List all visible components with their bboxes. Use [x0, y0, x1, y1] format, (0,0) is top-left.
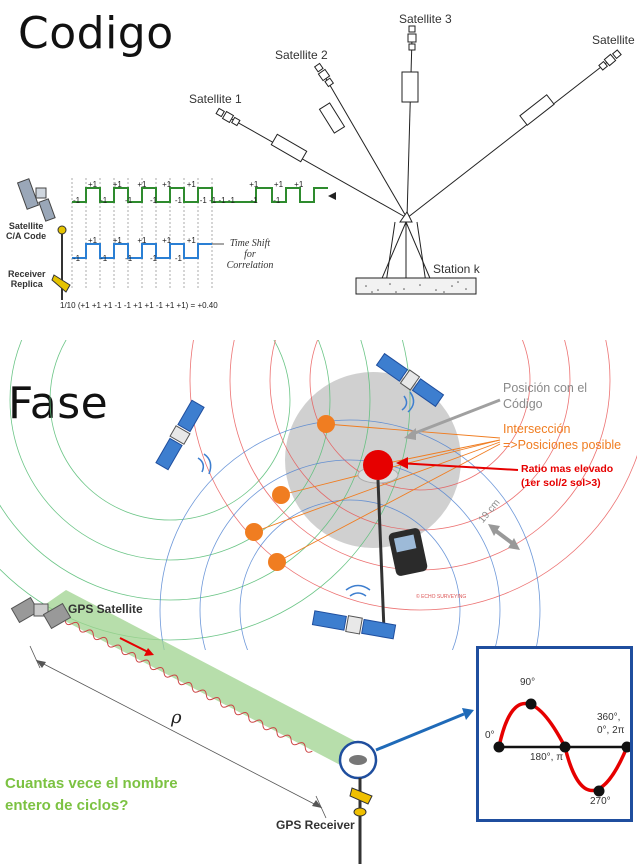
code-mid-minus-signs: -1 -1 -1 -1 -1 — [73, 254, 182, 263]
receiver-tripod-icon — [349, 787, 373, 805]
phase-point-360 — [621, 741, 633, 753]
phase-label-180: 180°, π — [530, 752, 564, 763]
candidate-positions — [245, 415, 335, 571]
best-solution-point — [363, 450, 393, 480]
phase-satellite-bottom — [311, 610, 397, 640]
code-mid-signs: +1 +1 +1 +1 +1 — [88, 236, 196, 245]
phase-point-270 — [593, 785, 605, 797]
phase-label-360: 360°, 0°, 2π — [597, 712, 625, 736]
satellite-code-wave — [72, 187, 328, 203]
code-top-signs: +1 +1 +1 +1 +1 +1 +1 +1 — [88, 180, 304, 189]
phase-label-0: 0° — [485, 730, 495, 741]
phase-point-90 — [525, 698, 537, 710]
phase-label-270: 270° — [590, 796, 611, 807]
codigo-title: Codigo — [18, 8, 174, 59]
intersection-label: Intersección =>Posiciones posible — [503, 422, 622, 452]
satellite-fan-diagram — [215, 25, 622, 295]
phase-label-90: 90° — [520, 677, 536, 688]
station-label: Station k — [433, 262, 480, 276]
phase-cycle-box — [476, 646, 633, 822]
gps-satellite-icon — [10, 596, 72, 630]
position-code-label: Posición con el Código — [503, 381, 588, 411]
satellite-2-label: Satellite 2 — [275, 48, 328, 62]
satellite-1-label: Satellite 1 — [189, 92, 242, 106]
cycles-question: Cuantas vece el nombre entero de ciclos? — [5, 775, 178, 814]
phase-point-0 — [493, 741, 505, 753]
fase-title: Fase — [8, 378, 109, 429]
satellite-icon — [16, 178, 56, 222]
receiver-replica-label: Receiver Replica — [8, 269, 46, 289]
ratio-label: Ratio mas elevado (1er sol/2 sol>3) — [521, 463, 614, 489]
gps-satellite-label: GPS Satellite — [68, 602, 143, 616]
time-shift-label: Time Shift for Correlation — [226, 238, 274, 271]
satellite-4-label: Satellite — [592, 33, 635, 47]
carrier-wave — [57, 614, 313, 753]
phase-point-180 — [559, 741, 571, 753]
phase-satellite-left — [155, 399, 205, 471]
phase-sine-wave — [493, 698, 633, 797]
phase-satellite-top — [375, 352, 445, 408]
code-correlation-diagram — [16, 178, 336, 300]
controller-icon — [388, 528, 428, 576]
gps-receiver-label: GPS Receiver — [276, 818, 355, 832]
satellite-ca-code-label: Satellite C/A Code — [6, 221, 47, 241]
satellite-3-label: Satellite 3 — [399, 12, 452, 26]
rho-label: ρ — [171, 707, 182, 728]
code-top-minus-signs: -1 -1 -1 -1 -1 -1 -1 -1 -1 -1 -1 — [73, 196, 281, 205]
gps-range-diagram — [10, 590, 474, 864]
receiver-icon — [51, 225, 71, 300]
watermark: © ECHO SURVEYING — [416, 594, 467, 600]
correlation-formula: 1/10 (+1 +1 +1 -1 -1 +1 +1 -1 +1 +1) = +… — [60, 301, 218, 310]
receiver-replica-wave — [72, 243, 212, 259]
phase-ambiguity-diagram — [0, 340, 637, 650]
